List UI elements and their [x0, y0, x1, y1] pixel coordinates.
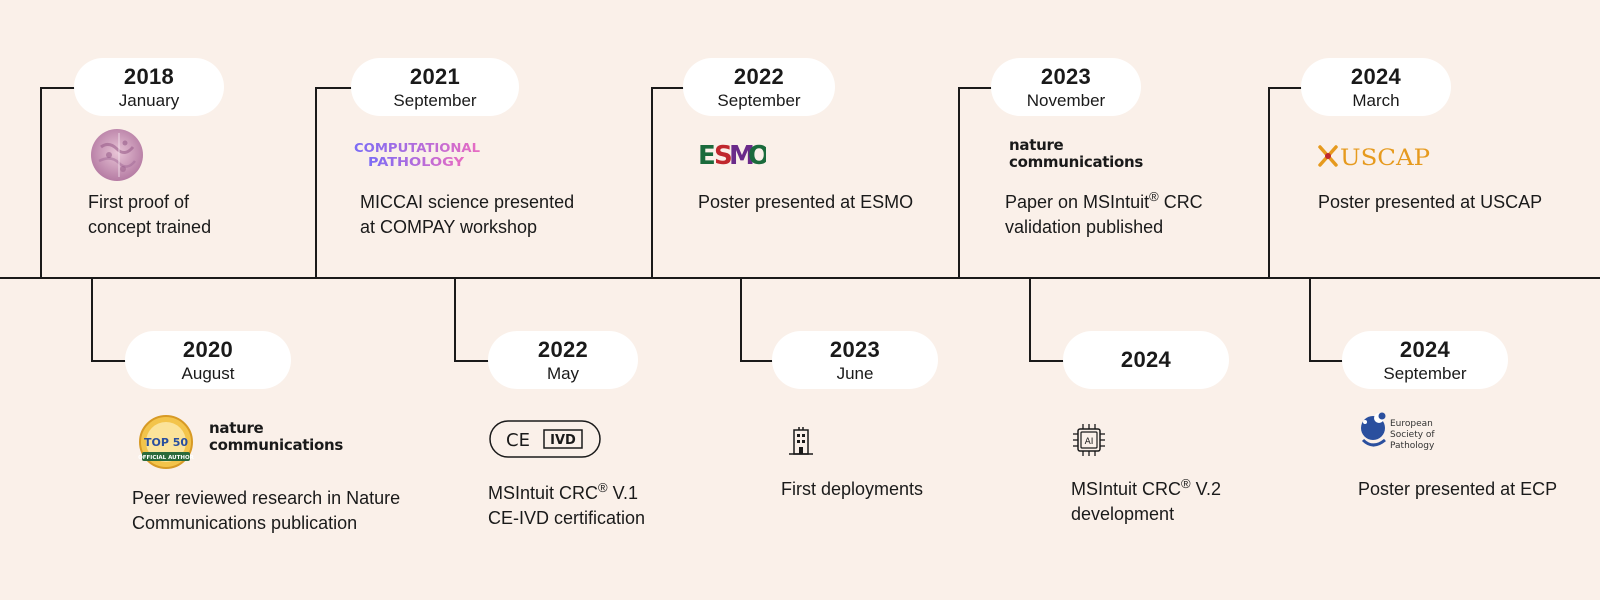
tissue-sample-icon	[89, 127, 145, 188]
milestone-description: First proof of concept trained	[88, 192, 212, 237]
milestone-date-pill: 2018 January	[74, 58, 224, 116]
svg-text:COMPUTATIONAL: COMPUTATIONAL	[354, 141, 480, 155]
connector-vertical	[40, 87, 42, 278]
connector-vertical	[740, 277, 742, 361]
svg-text:CE: CE	[506, 430, 530, 451]
connector-horizontal	[40, 87, 75, 89]
milestone-month: August	[181, 363, 235, 383]
milestone-date-pill: 2023 November	[991, 58, 1141, 116]
milestone-date-pill: 2024 September	[1342, 331, 1508, 389]
milestone-year: 2018	[123, 63, 175, 89]
milestone-year: 2024	[1120, 347, 1172, 372]
milestone-month: May	[546, 363, 580, 383]
svg-text:PATHOLOGY: PATHOLOGY	[368, 155, 464, 169]
milestone-description: MSIntuit CRC® V.1 CE-IVD certification	[488, 480, 646, 528]
milestone-year: 2020	[182, 336, 234, 362]
connector-vertical	[958, 87, 960, 278]
connector-horizontal	[740, 360, 773, 362]
connector-horizontal	[1029, 360, 1064, 362]
milestone-month: September	[717, 90, 801, 110]
milestone-date-pill: 2022 September	[683, 58, 835, 116]
nature-communications-logo: nature communications	[1009, 136, 1143, 171]
connector-vertical	[91, 277, 93, 361]
svg-text:Society of: Society of	[1390, 430, 1435, 440]
connector-vertical	[1268, 87, 1270, 278]
svg-text:E: E	[698, 141, 716, 167]
milestone-month: June	[836, 363, 874, 383]
milestone-description: Poster presented at ECP	[1358, 479, 1558, 499]
milestone-year: 2023	[1040, 63, 1092, 89]
svg-text:S: S	[714, 141, 733, 167]
svg-text:IVD: IVD	[550, 433, 576, 448]
connector-vertical	[315, 87, 317, 278]
milestone-year: 2022	[537, 336, 589, 362]
milestone-description: Poster presented at USCAP	[1318, 192, 1543, 212]
nature-communications-logo: nature communications	[209, 419, 343, 454]
connector-horizontal	[1309, 360, 1343, 362]
svg-text:OFFICIAL AUTHOR: OFFICIAL AUTHOR	[138, 455, 195, 461]
connector-vertical	[1309, 277, 1311, 361]
milestone-month: November	[1026, 90, 1106, 110]
top50-badge-icon: TOP 50 OFFICIAL AUTHOR	[137, 413, 195, 476]
milestone-date-pill: 2020 August	[125, 331, 291, 389]
ai-chip-icon: AI	[1071, 422, 1107, 463]
connector-horizontal	[1268, 87, 1302, 89]
milestone-year: 2023	[829, 336, 881, 362]
connector-horizontal	[315, 87, 352, 89]
milestone-month: September	[393, 90, 477, 110]
uscap-logo: USCAP	[1318, 143, 1434, 176]
svg-text:Pathology: Pathology	[1390, 441, 1435, 451]
esmo-logo: E S M O	[698, 141, 770, 172]
connector-vertical	[454, 277, 456, 361]
building-icon	[787, 426, 815, 461]
milestone-month: January	[118, 90, 180, 110]
svg-text:TOP 50: TOP 50	[144, 436, 188, 449]
computational-pathology-logo: COMPUTATIONAL PATHOLOGY	[354, 141, 484, 174]
svg-text:M: M	[729, 141, 755, 167]
svg-text:AI: AI	[1085, 437, 1094, 447]
milestone-date-pill: 2023 June	[772, 331, 938, 389]
connector-horizontal	[651, 87, 684, 89]
milestone-year: 2021	[409, 63, 461, 89]
svg-text:O: O	[748, 141, 766, 167]
milestone-description: First deployments	[781, 479, 924, 499]
milestone-description: MICCAI science presented at COMPAY works…	[360, 192, 575, 237]
milestone-date-pill: 2021 September	[351, 58, 519, 116]
milestone-date-pill: 2024 March	[1301, 58, 1451, 116]
milestone-description: Poster presented at ESMO	[698, 192, 914, 212]
milestone-date-pill: 2024	[1063, 331, 1229, 389]
timeline-axis	[0, 277, 1600, 279]
milestone-description: Peer reviewed research in Nature Communi…	[132, 488, 401, 533]
connector-vertical	[651, 87, 653, 278]
connector-horizontal	[958, 87, 992, 89]
milestone-month: September	[1383, 363, 1467, 383]
milestone-description: MSIntuit CRC® V.2 development	[1071, 476, 1221, 524]
ce-ivd-badge: CE IVD	[489, 420, 601, 463]
milestone-year: 2022	[733, 63, 785, 89]
milestone-description: Paper on MSIntuit® CRC validation publis…	[1005, 189, 1203, 237]
milestone-date-pill: 2022 May	[488, 331, 638, 389]
european-society-of-pathology-logo: European Society of Pathology	[1357, 410, 1457, 467]
svg-text:USCAP: USCAP	[1340, 146, 1430, 171]
milestone-month: March	[1352, 90, 1400, 110]
connector-horizontal	[91, 360, 126, 362]
svg-text:European: European	[1390, 419, 1433, 429]
milestone-year: 2024	[1399, 336, 1451, 362]
milestone-year: 2024	[1350, 63, 1402, 89]
connector-horizontal	[454, 360, 489, 362]
connector-vertical	[1029, 277, 1031, 361]
